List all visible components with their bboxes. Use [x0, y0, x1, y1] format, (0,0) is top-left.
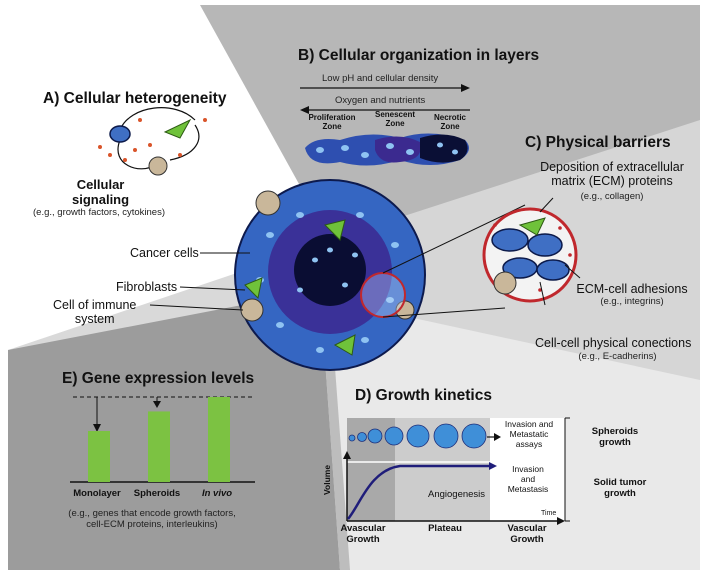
- spheroid-size-5: [406, 424, 430, 448]
- gene-expression-examples: (e.g., genes that encode growth factors,…: [68, 508, 236, 530]
- invasion-assays-label: Invasion and Metastatic assays: [504, 419, 554, 449]
- senescent-zone-label: Senescent Zone: [374, 110, 416, 129]
- spheroid-necrotic-core: [294, 234, 366, 306]
- immune-cell-label: Cell of immune system: [53, 298, 137, 327]
- invasion-metastasis-label: Invasion and Metastasis: [507, 464, 549, 494]
- zoom-circle: [360, 272, 406, 318]
- adhesions-label: ECM-cell adhesions: [576, 282, 688, 296]
- bar-label-monolayer: Monolayer: [73, 488, 121, 499]
- proliferation-zone-label: Proliferation Zone: [308, 113, 356, 132]
- necrotic-zone-label: Necrotic Zone: [433, 113, 466, 132]
- phase-avascular-label: Avascular Growth: [340, 523, 386, 545]
- fibroblast-label-leader: [179, 286, 246, 291]
- fibroblast-icon: [163, 118, 192, 139]
- immune-cell-marker: [240, 298, 264, 322]
- connections-examples: (e.g., E-cadherins): [578, 351, 657, 362]
- connections-label: Cell-cell physical conections: [535, 336, 692, 350]
- layers-title: B) Cellular organization in layers: [298, 47, 540, 64]
- heterogeneity-title: A) Cellular heterogeneity: [43, 90, 227, 107]
- ecm-deposition-label: Deposition of extracellular matrix (ECM)…: [540, 160, 684, 189]
- spheroid-size-2: [357, 432, 367, 442]
- ecm-examples: (e.g., collagen): [580, 191, 644, 202]
- growth-title: D) Growth kinetics: [355, 387, 492, 404]
- phase-plateau-label: Plateau: [428, 523, 462, 534]
- immune-cell-top: [255, 190, 281, 216]
- cancer-cells-label: Cancer cells: [130, 246, 199, 260]
- immune-cell-icon: [148, 156, 168, 176]
- panel-e-background: [8, 290, 340, 570]
- volume-axis-label: Volume: [322, 464, 332, 495]
- spheroids-growth-label: Spheroids growth: [591, 426, 639, 448]
- fibroblast-marker: [244, 277, 263, 300]
- ph-arrow-label: Low pH and cellular density: [322, 73, 439, 84]
- adhesions-examples: (e.g., integrins): [600, 296, 664, 307]
- spheroid-size-7: [461, 423, 487, 449]
- growth-kinetics-diagram: [343, 417, 570, 525]
- signaling-label: Cellular signaling: [72, 177, 130, 207]
- spheroid-size-3: [367, 428, 383, 444]
- solid-tumor-label: Solid tumor growth: [593, 477, 647, 499]
- time-axis-label: Time: [541, 510, 557, 517]
- phase-vascular-label: Vascular Growth: [507, 523, 547, 545]
- barriers-title: C) Physical barriers: [525, 134, 671, 151]
- bar-spheroids: [148, 411, 170, 482]
- layers-diagram: [300, 84, 470, 166]
- bar-label-spheroids: Spheroids: [133, 488, 181, 499]
- bar-monolayer: [88, 431, 110, 482]
- growth-curve: [347, 464, 492, 520]
- barrier-zoom: [482, 197, 581, 306]
- spheroid-size-1: [348, 434, 356, 442]
- spheroid-size-6: [433, 423, 459, 449]
- cell-signaling-diagram: [98, 107, 207, 176]
- angiogenesis-label: Angiogenesis: [428, 489, 486, 500]
- gene-bars: [88, 397, 230, 482]
- signaling-examples: (e.g., growth factors, cytokines): [33, 207, 165, 218]
- spheroid-size-4: [384, 426, 404, 446]
- fibroblasts-label: Fibroblasts: [116, 280, 178, 294]
- cancer-cell-icon: [109, 125, 131, 143]
- oxygen-arrow-label: Oxygen and nutrients: [335, 95, 426, 106]
- bar-in-vivo: [208, 397, 230, 482]
- gene-expression-chart: [70, 396, 255, 483]
- immune-label-leader: [149, 304, 244, 311]
- spheroid: [234, 179, 526, 371]
- gene-expression-title: E) Gene expression levels: [62, 370, 255, 387]
- bar-label-in-vivo: In vivo: [201, 488, 233, 499]
